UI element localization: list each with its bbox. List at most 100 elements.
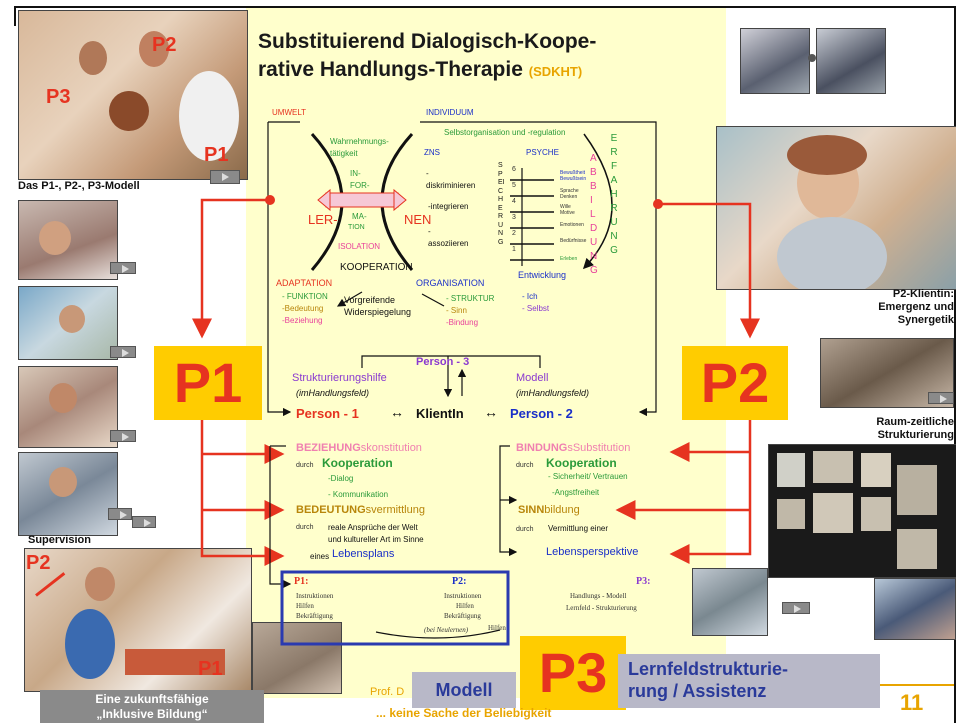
photo-patient-2 (18, 286, 118, 360)
bottom-p3-item-2: Lernfeld - Strukturierung (566, 604, 637, 612)
photo-patient-3 (18, 366, 118, 448)
bottom-p1-item-2: Hilfen (296, 602, 314, 610)
sinn-heading: SINNbildung (518, 504, 580, 516)
bottom-p3-label: P3: (636, 576, 651, 587)
label-vorgreifende: Vorgreifende Widerspiegelung (344, 295, 412, 317)
label-integrieren: -integrieren (428, 202, 469, 211)
title-line-2: rative Handlungs-Therapie (258, 58, 523, 81)
level-label-6: Bewußtheit Bewußtsein (560, 170, 587, 182)
label-person-2: Person - 2 (510, 406, 573, 421)
photo-label-p3: P3 (46, 86, 71, 108)
bottom-p2-item-1: Instruktionen (444, 592, 482, 600)
bottom-p2-item-2: Hilfen (456, 602, 474, 610)
sinn-caps: SINN (518, 504, 545, 516)
photo-label-p1-bottom: P1 (198, 658, 223, 680)
label-speicherung: SPEICHERUNG (498, 162, 505, 246)
title-line-1: Substituierend Dialogisch-Koope- (258, 30, 597, 53)
label-individuum: INDIVIDUUM (426, 108, 474, 117)
film-connector (808, 54, 816, 62)
label-psyche: PSYCHE (526, 148, 559, 157)
play-button-p123[interactable] (210, 170, 240, 184)
bottom-hilfen: Hilfen (488, 624, 506, 632)
footer-line (880, 684, 954, 686)
label-abbildung: ABBILDUNG (590, 153, 618, 276)
bind-rest: sSubstitution (567, 442, 631, 454)
photo-label-p2: P2 (152, 34, 177, 56)
adapt-item-funktion: - FUNKTION (282, 292, 328, 301)
label-tion: TION (348, 224, 365, 231)
bez-caps: BEZIEHUNG (296, 442, 361, 454)
bind-sicherheit: - Sicherheit/ Vertrauen (548, 472, 628, 481)
bind-kooperation: Kooperation (546, 456, 617, 470)
big-label-p1: P1 (154, 346, 262, 420)
play-button-supervision-2[interactable] (132, 516, 156, 528)
label-person-1: Person - 1 (296, 406, 359, 421)
level-label-3: Emotionen (560, 222, 584, 228)
label-klientin: KlientIn (416, 406, 464, 421)
big-label-p2: P2 (682, 346, 788, 420)
label-ler: LER- (308, 212, 338, 227)
modell-box: Modell (412, 672, 516, 708)
photo-supervision (18, 452, 118, 536)
label-selbst: - Selbst (522, 304, 550, 313)
yellow-panel (246, 8, 726, 698)
arrow-right-double: ↔ (484, 404, 498, 420)
page-number: 11 (900, 690, 924, 715)
label-nen: NEN (404, 212, 432, 227)
caption-p123: Das P1-, P2-, P3-Modell (18, 180, 140, 192)
photo-top-right-2 (816, 28, 886, 94)
bottom-neulernen: (bei Neulernen) (424, 626, 469, 634)
label-ich: - Ich (522, 292, 538, 301)
bez-durch: durch (296, 462, 314, 469)
level-6: 6 (512, 166, 516, 173)
level-2: 2 (512, 230, 516, 237)
bottom-p2-label: P2: (452, 576, 467, 587)
play-button-supervision-1[interactable] (108, 508, 132, 520)
label-zns: ZNS (424, 148, 440, 157)
frame-left-line (14, 6, 16, 26)
play-button-classroom[interactable] (782, 602, 810, 614)
bind-heading: BINDUNGsSubstitution (516, 442, 630, 454)
caption-emergenz: P2-Klientin: Emergenz und Synergetik (878, 288, 954, 326)
frame-top-line (14, 6, 956, 8)
bed-caps: BEDEUTUNG (296, 504, 366, 516)
label-im-handlungsfeld-2: (imHandlungsfeld) (516, 388, 590, 398)
big-label-p3: P3 (520, 636, 626, 710)
bottom-p1-item-1: Instruktionen (296, 592, 334, 600)
caption-inklusiv-box (40, 690, 264, 723)
label-wahrnehmung: Wahrnehmungs- tätigkeit (330, 137, 389, 158)
caption-supervision: Supervision (28, 534, 91, 546)
bed-real: reale Ansprüche der Welt und kultureller… (328, 523, 424, 544)
level-5: 5 (512, 182, 516, 189)
bind-durch: durch (516, 462, 534, 469)
photo-patient-1 (18, 200, 118, 280)
play-button-raum[interactable] (928, 392, 954, 404)
bind-caps: BINDUNG (516, 442, 568, 454)
label-ma: MA- (352, 212, 367, 221)
label-umwelt: UMWELT (272, 108, 307, 117)
label-modell: Modell (516, 372, 549, 384)
level-3: 3 (512, 214, 516, 221)
title-abbr: (SDKHT) (528, 64, 583, 79)
lernfeld-box: Lernfeldstrukturie- rung / Assistenz (618, 654, 880, 708)
label-information: IN- FOR- (350, 169, 370, 190)
sinn-rest: bildung (544, 504, 580, 516)
frame-right-line (954, 6, 956, 723)
bez-kooperation: Kooperation (322, 456, 393, 470)
photo-wall-pictures (768, 444, 956, 578)
photo-top-right-1 (740, 28, 810, 94)
bez-rest: skonstitution (360, 442, 422, 454)
play-button-patient-2[interactable] (110, 346, 136, 358)
photo-p2-klientin (716, 126, 956, 290)
play-button-patient-1[interactable] (110, 262, 136, 274)
label-entwicklung: Entwicklung (518, 270, 567, 280)
label-person-3: Person - 3 (416, 356, 470, 368)
play-button-patient-3[interactable] (110, 430, 136, 442)
page-title: Substituierend Dialogisch-Koope- rative … (258, 28, 718, 86)
label-selbstorganisation: Selbstorganisation und -regulation (444, 128, 566, 137)
photo-group-small (252, 622, 342, 694)
label-strukturierungshilfe: Strukturierungshilfe (292, 372, 387, 384)
label-kooperation-center: KOOPERATION (340, 262, 413, 273)
label-erfahrung: ERFAHRUNG (610, 133, 638, 256)
